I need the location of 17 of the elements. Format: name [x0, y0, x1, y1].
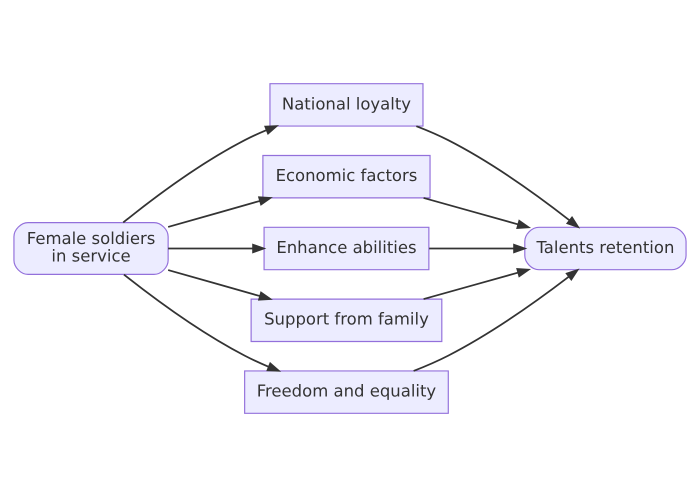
- arrow: [422, 268, 531, 300]
- arrow: [122, 125, 278, 224]
- arrow: [428, 244, 527, 254]
- arrow: [416, 125, 580, 229]
- arrow: [167, 269, 272, 301]
- node-box: Support from family: [250, 298, 442, 342]
- node-box: Female soldiers in service: [12, 222, 168, 275]
- arrow: [168, 244, 266, 254]
- arrow: [412, 268, 580, 372]
- node-box: Enhance abilities: [262, 226, 429, 270]
- node-box: Talents retention: [524, 226, 686, 270]
- arrow: [422, 197, 531, 229]
- node-box: Freedom and equality: [244, 370, 448, 414]
- arrow: [122, 274, 281, 372]
- node-box: National loyalty: [268, 83, 424, 127]
- node-box: Economic factors: [262, 154, 430, 198]
- arrow: [167, 196, 272, 228]
